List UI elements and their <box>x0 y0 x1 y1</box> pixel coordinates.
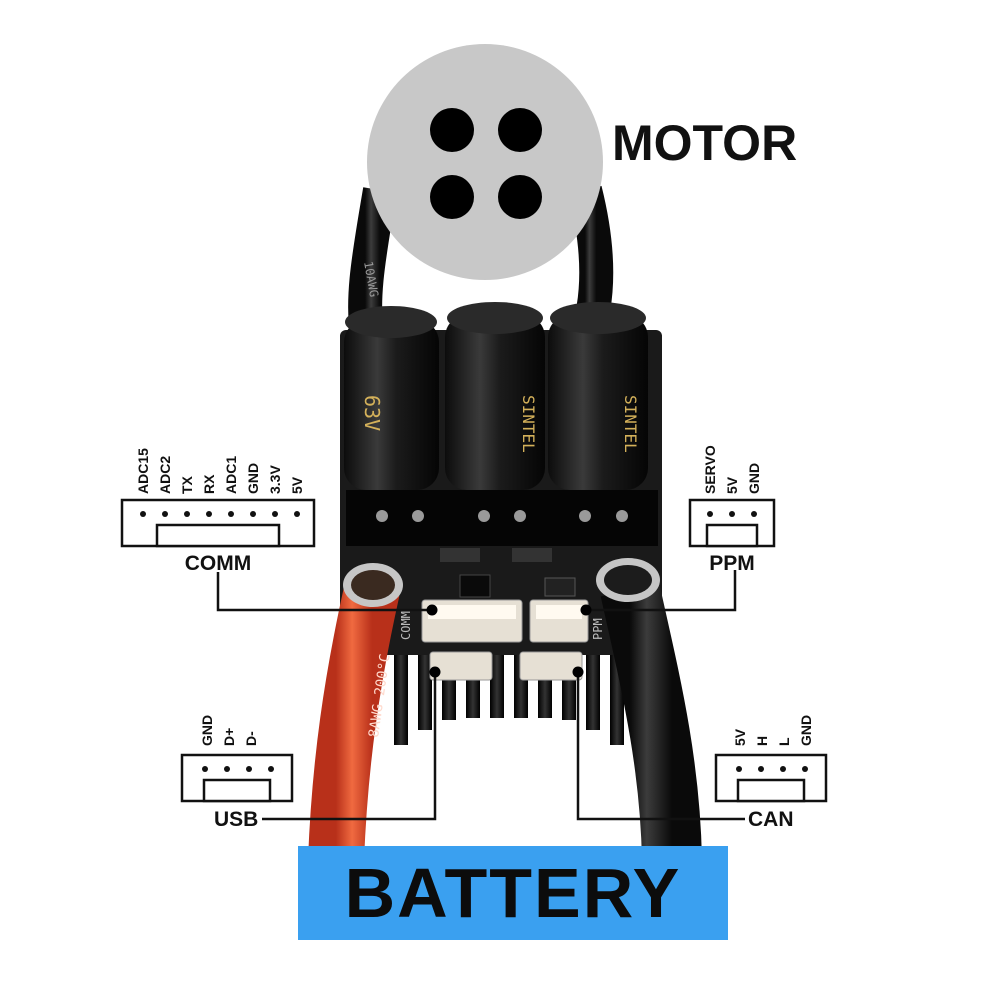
usb-label: USB <box>214 808 258 831</box>
motor-pin <box>498 175 542 219</box>
svg-text:COMM: COMM <box>399 611 413 640</box>
pin-label: RX <box>201 474 217 494</box>
battery-banner: BATTERY <box>298 846 728 940</box>
motor-pin <box>430 175 474 219</box>
usb-jst-connector <box>429 651 493 681</box>
svg-text:10AWG: 10AWG <box>361 260 381 298</box>
pin-label: 3.3V <box>267 465 283 494</box>
capacitor: SINTEL <box>548 302 648 490</box>
capacitor: 63V <box>344 306 439 490</box>
pin-label: SERVO <box>702 445 718 494</box>
ppm-latch <box>705 523 759 548</box>
capacitor: SINTEL <box>445 302 545 490</box>
motor-disc <box>367 44 603 280</box>
pin-label: GND <box>199 715 215 746</box>
pin-label: GND <box>798 715 814 746</box>
svg-text:63V: 63V <box>360 395 384 431</box>
battery-title: BATTERY <box>344 854 682 932</box>
pin-label: ADC15 <box>135 448 151 494</box>
heatsink <box>394 640 624 745</box>
svg-text:SINTEL: SINTEL <box>621 395 640 453</box>
svg-text:PPM: PPM <box>591 618 605 640</box>
pin-label: 5V <box>289 476 305 494</box>
usb-latch <box>202 778 272 803</box>
pin-label: 5V <box>732 728 748 746</box>
board-connectors: COMM PPM <box>399 599 605 681</box>
pin-label: ADC2 <box>157 456 173 494</box>
pin-label: GND <box>245 463 261 494</box>
capacitors: 63V SINTEL SINTEL <box>344 302 648 490</box>
comm-latch <box>155 523 281 548</box>
ppm-pin-labels: SERVO 5V GND <box>702 445 762 494</box>
leader-dots <box>426 604 592 678</box>
can-pin-labels: 5V H L GND <box>732 715 814 746</box>
pin-label: H <box>754 736 770 746</box>
motor-pin <box>430 108 474 152</box>
power-terminal-strip <box>346 490 658 546</box>
comm-label: COMM <box>185 552 252 575</box>
pin-label: GND <box>746 463 762 494</box>
comm-pin-labels: ADC15 ADC2 TX RX ADC1 GND 3.3V 5V <box>135 448 305 494</box>
positive-battery-wire <box>308 583 400 862</box>
battery-wires: 8AWG 200°C <box>308 558 702 862</box>
negative-battery-wire <box>600 583 702 861</box>
motor-title: MOTOR <box>612 115 797 171</box>
can-connector-diagram: 5V H L GND CAN <box>714 715 828 831</box>
leader-lines <box>216 570 745 821</box>
comm-connector-diagram: ADC15 ADC2 TX RX ADC1 GND 3.3V 5V COMM <box>120 448 316 575</box>
usb-connector-diagram: GND D+ D- USB <box>180 715 294 831</box>
pin-label: D+ <box>221 728 237 746</box>
ppm-connector-diagram: SERVO 5V GND PPM <box>688 445 776 575</box>
motor-symbol <box>367 44 603 280</box>
pin-label: L <box>776 737 792 746</box>
ppm-label: PPM <box>709 552 755 575</box>
pin-label: 5V <box>724 476 740 494</box>
can-latch <box>736 778 806 803</box>
can-label: CAN <box>748 808 794 831</box>
motor-pin <box>498 108 542 152</box>
pin-label: ADC1 <box>223 456 239 494</box>
usb-pin-labels: GND D+ D- <box>199 715 259 746</box>
can-jst-connector <box>519 651 583 681</box>
svg-text:SINTEL: SINTEL <box>519 395 538 453</box>
pin-label: TX <box>179 475 195 494</box>
pin-label: D- <box>243 731 259 746</box>
